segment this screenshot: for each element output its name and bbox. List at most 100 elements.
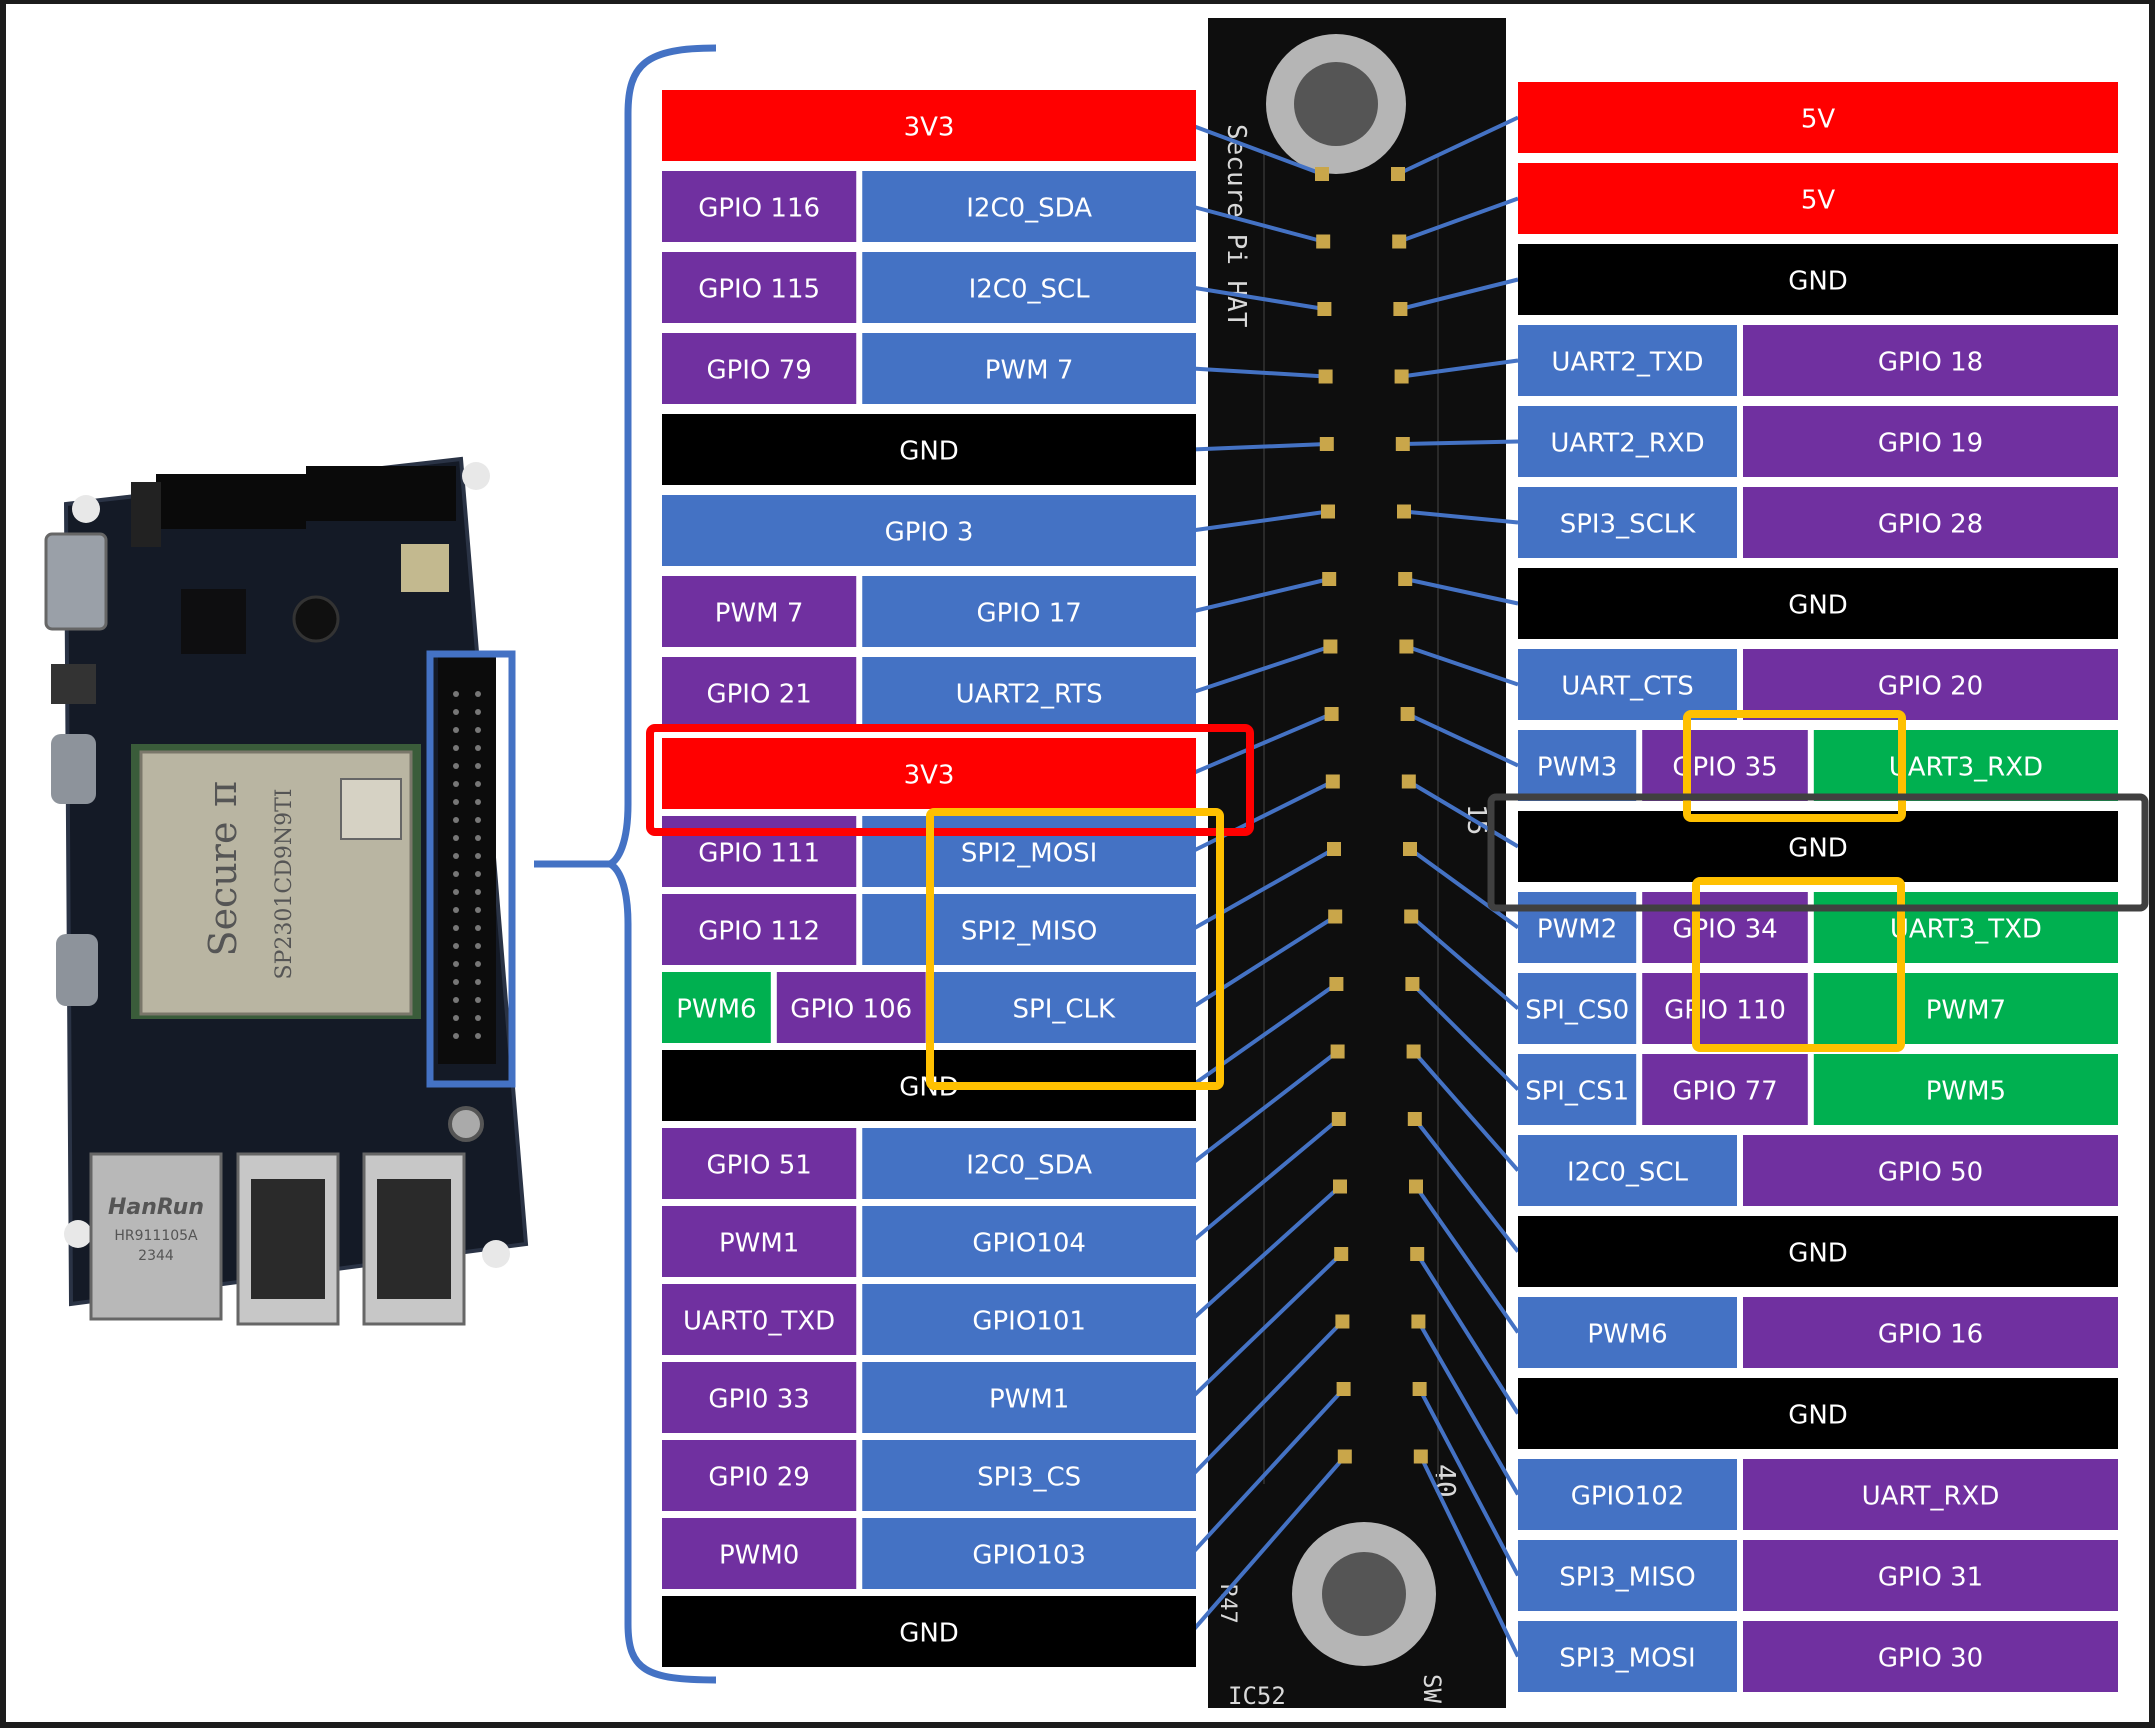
pin-cell-power <box>662 90 1196 161</box>
connector-line <box>1414 1185 1520 1334</box>
header-pad <box>1392 234 1407 249</box>
board-pin <box>475 817 481 823</box>
board-pin <box>475 871 481 877</box>
pin-cell-function <box>1518 1297 1737 1368</box>
pin-label: SPI_CLK <box>1013 995 1116 1025</box>
pin-cell-gpio <box>662 333 857 404</box>
board-pin <box>453 691 459 697</box>
header-pad <box>1318 369 1333 384</box>
pin-cell-function <box>931 972 1196 1043</box>
board-pin <box>453 997 459 1003</box>
pin-label: UART2_RTS <box>956 680 1103 710</box>
pin-label: GND <box>1788 267 1848 297</box>
connector-line <box>1405 644 1519 687</box>
header-pad <box>1409 1179 1423 1194</box>
pin-cell-gpio <box>662 1284 857 1355</box>
silk-ref-ic52: IC52 <box>1228 1682 1286 1710</box>
pin-label: GPIO 111 <box>698 839 820 869</box>
connector-line <box>1190 1185 1342 1321</box>
pin-cell-gpio <box>662 171 857 242</box>
pin-label: GPI0 29 <box>708 1463 809 1493</box>
connector-line <box>1191 123 1323 176</box>
pin-label: GPIO102 <box>1571 1482 1685 1512</box>
pin-cell-gpio <box>662 1518 857 1589</box>
header-pad <box>1404 909 1419 924</box>
header-pad <box>1391 167 1405 181</box>
header-pad <box>1413 1449 1428 1464</box>
board-pin <box>453 979 459 985</box>
module-brand: Secure <box>201 822 245 957</box>
rj45-jack-icon <box>89 1152 223 1321</box>
header-pad <box>1323 639 1338 654</box>
board-pin <box>475 691 481 697</box>
pin-cell-ground <box>1518 244 2118 315</box>
header-pad <box>1406 1044 1421 1059</box>
pin-label: SPI3_MOSI <box>1559 1644 1695 1674</box>
pin-cell-function <box>1518 487 1737 558</box>
pin-cell-alt_function <box>1813 1054 2118 1125</box>
connector-line <box>1409 914 1520 1011</box>
pin-cell-function <box>862 333 1196 404</box>
connector-line <box>1190 1455 1347 1633</box>
pin-label: GND <box>899 437 959 467</box>
header-pad <box>1407 1112 1422 1126</box>
board-pin <box>475 961 481 967</box>
connector-line <box>1401 358 1519 379</box>
pin-cell-ground <box>1518 1216 2118 1287</box>
pin-cell-gpio <box>1743 1540 2118 1611</box>
board-photo: Secure π SP2301CD9N9TI HanRun HR911105A … <box>44 456 529 1326</box>
header-highlight <box>426 650 516 1088</box>
hdmi-port-icon <box>44 532 108 631</box>
pin-cell-gpio <box>662 252 857 323</box>
standoff-2 <box>462 462 490 490</box>
pin-label: PWM2 <box>1537 915 1617 945</box>
pin-label: 5V <box>1801 105 1836 135</box>
pin-label: UART2_RXD <box>1550 429 1704 459</box>
pin-label: I2C0_SCL <box>1567 1158 1689 1188</box>
pin-label: GPIO 115 <box>698 275 820 305</box>
pin-label: PWM6 <box>1587 1320 1667 1350</box>
board-pin <box>453 781 459 787</box>
pin-label: PWM5 <box>1926 1077 2006 1107</box>
standoff-4 <box>482 1240 510 1268</box>
pin-cell-alt_function <box>1813 892 2118 963</box>
connector-line <box>1403 509 1519 525</box>
header-pad <box>1325 774 1340 789</box>
connector-line <box>1408 847 1520 930</box>
pin-label: GPIO101 <box>972 1307 1086 1337</box>
pin-cell-alt_function <box>1813 973 2118 1044</box>
pin-cell-function <box>862 1206 1196 1277</box>
connector-line <box>1406 712 1519 768</box>
pin-label: PWM 7 <box>985 356 1074 386</box>
connector-line <box>1413 1117 1520 1253</box>
connector-line <box>1402 439 1519 446</box>
board-pin <box>453 871 459 877</box>
connector-line <box>1190 1387 1346 1555</box>
pin-label: GPIO 79 <box>706 356 811 386</box>
pin-label: GPIO 3 <box>885 518 974 548</box>
pin-label: GPIO 112 <box>698 917 820 947</box>
pin-cell-gpio <box>662 657 857 728</box>
pin-cell-gpio <box>1743 406 2118 477</box>
header-pad <box>1397 504 1411 519</box>
gpio35-highlight-box <box>1683 710 1906 822</box>
header-pad <box>1322 572 1337 586</box>
pin-cell-function <box>1518 1135 1737 1206</box>
board-pin <box>475 979 481 985</box>
pin-label: I2C0_SDA <box>966 194 1092 224</box>
connector-line <box>1419 1455 1520 1658</box>
pin-cell-gpio <box>1743 487 2118 558</box>
pin-cell-function <box>862 1362 1196 1433</box>
pin-cell-function <box>862 1284 1196 1355</box>
pin-label: GPI0 33 <box>708 1385 809 1415</box>
pin-label: GPIO 18 <box>1878 348 1983 378</box>
pin-label: GPIO 28 <box>1878 510 1983 540</box>
board-pin <box>453 943 459 949</box>
pin-cell-power <box>662 738 1196 809</box>
connector-line <box>1415 1252 1520 1415</box>
pin-label: PWM0 <box>719 1541 799 1571</box>
qr-code <box>340 778 402 840</box>
board-pin <box>453 835 459 841</box>
connector-line <box>1190 1049 1339 1166</box>
pin-label: I2C0_SDA <box>966 1151 1092 1181</box>
